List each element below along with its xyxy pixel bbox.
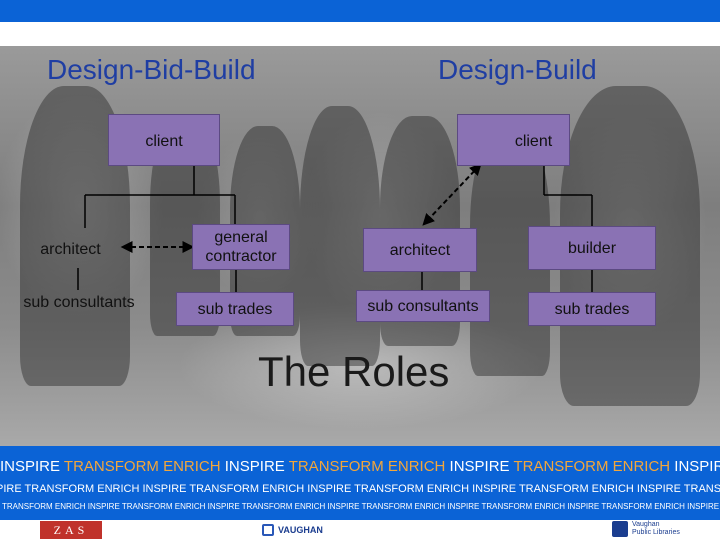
banner-word: TRANSFORM — [288, 458, 388, 475]
library-logo-line1: Vaughan — [632, 521, 660, 528]
tagline-banner: INSPIRE TRANSFORM ENRICH INSPIRE TRANSFO… — [0, 446, 720, 520]
vaughan-logo-text: VAUGHAN — [278, 525, 323, 535]
vaughan-logo: VAUGHAN — [262, 523, 323, 537]
banner-line-small: TRANSFORM ENRICH INSPIRE TRANSFORM ENRIC… — [2, 502, 720, 511]
dbb-client-box: client — [108, 114, 220, 166]
db-builder-box: builder — [528, 226, 656, 270]
db-architect-box: architect — [363, 228, 477, 272]
roles-title: The Roles — [258, 348, 450, 395]
library-mark-icon — [612, 521, 628, 537]
top-bar — [0, 0, 720, 22]
library-logo-text: Vaughan Public Libraries — [632, 521, 680, 537]
db-sub-trades-label: sub trades — [554, 300, 630, 318]
db-client-box: client — [457, 114, 570, 166]
dbb-sub-trades-box: sub trades — [176, 292, 294, 326]
banner-word: INSPIRE — [224, 458, 289, 475]
db-sub-trades-box: sub trades — [528, 292, 656, 326]
zas-logo: ZAS — [40, 521, 102, 539]
db-client-label: client — [514, 133, 553, 150]
db-architect-label: architect — [389, 241, 451, 259]
dbb-general-contractor-box: general contractor — [192, 224, 290, 270]
banner-word: ENRICH — [612, 458, 675, 475]
top-gap — [0, 22, 720, 46]
dbb-client-label: client — [145, 133, 183, 150]
vaughan-mark-icon — [262, 524, 274, 536]
heading-design-bid-build: Design-Bid-Build — [47, 54, 256, 85]
banner-word: ENRICH — [163, 458, 225, 475]
banner-word: INSPIRE — [674, 458, 720, 475]
banner-word: TRANSFORM — [513, 458, 613, 475]
banner-word: ENRICH — [387, 458, 450, 475]
banner-line-large: INSPIRE TRANSFORM ENRICH INSPIRE TRANSFO… — [0, 458, 720, 475]
dbb-sub-consultants-label: sub consultants — [23, 294, 135, 311]
vaughan-public-libraries-logo: Vaughan Public Libraries — [612, 519, 680, 539]
heading-design-build: Design-Build — [438, 54, 597, 85]
banner-word: TRANSFORM — [63, 458, 164, 475]
footer — [0, 520, 720, 540]
banner-word: INSPIRE — [0, 458, 64, 475]
dbb-architect-label: architect — [40, 241, 101, 258]
db-sub-consultants-label: sub consultants — [367, 297, 479, 315]
library-logo-line2: Public Libraries — [632, 529, 680, 536]
db-sub-consultants-box: sub consultants — [356, 290, 490, 322]
db-builder-label: builder — [567, 239, 617, 257]
banner-line-medium: PIRE TRANSFORM ENRICH INSPIRE TRANSFORM … — [0, 483, 720, 495]
banner-word: INSPIRE — [449, 458, 514, 475]
dbb-sub-trades-label: sub trades — [197, 300, 273, 318]
dbb-general-contractor-label: general contractor — [205, 229, 277, 265]
